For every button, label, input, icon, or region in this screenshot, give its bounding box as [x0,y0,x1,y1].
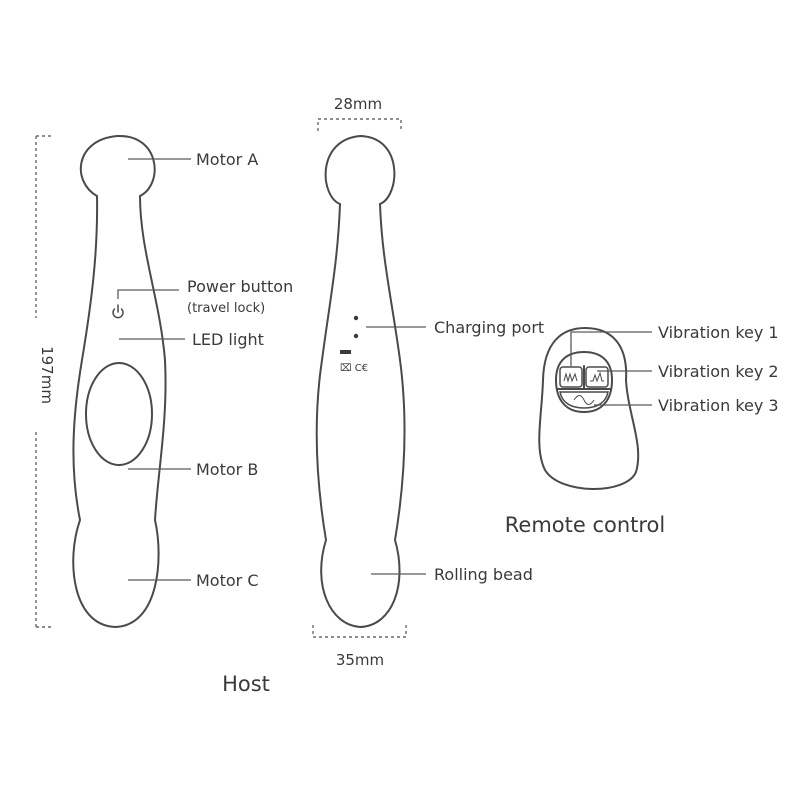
charging-port-dot-top [353,315,359,321]
motor-b-label: Motor B [196,460,258,479]
host-front-body-outline [72,195,167,628]
bottom-width-label: 35mm [336,651,384,669]
host-side-view: ⌧ C€ [315,135,406,628]
top-width-dimension: 28mm [317,95,402,131]
certification-marks-icon: ⌧ C€ [340,350,368,374]
host-side-head-outline [324,135,396,205]
rolling-bead-label: Rolling bead [434,565,533,584]
length-dimension-label: 197mm [38,346,56,404]
motor-a-head-outline [79,134,156,197]
remote-control [538,327,640,490]
power-button-label: Power button [187,277,293,296]
vibration-key-2-label: Vibration key 2 [658,362,779,381]
charging-port-label: Charging port [434,318,544,337]
host-front-view [72,134,167,628]
vibration-key-1[interactable] [559,366,583,388]
vibration-key-1-label: Vibration key 1 [658,323,779,342]
remote-outline [538,327,640,490]
remote-control-title: Remote control [505,513,666,537]
motor-a-label: Motor A [196,150,258,169]
svg-text:⌧ C€: ⌧ C€ [340,363,368,374]
travel-lock-label: (travel lock) [187,301,265,316]
led-light-label: LED light [192,330,264,349]
host-title: Host [222,672,270,696]
power-icon [112,304,124,319]
vibration-key-3[interactable] [559,391,609,409]
mode-pulse-icon [590,371,604,383]
length-dimension: 197mm [35,135,56,628]
mode-sine-icon [573,395,595,405]
vibration-key-2[interactable] [585,366,609,388]
top-width-label: 28mm [334,95,382,113]
mode-wave-icon [563,372,578,383]
host-side-body-outline [315,203,406,628]
bottom-width-dimension: 35mm [312,625,407,669]
power-button-leader [117,289,179,299]
motor-c-label: Motor C [196,571,259,590]
motor-b-oval [85,362,153,466]
vibration-key-1-leader [570,331,652,366]
vibration-key-3-label: Vibration key 3 [658,396,779,415]
charging-port-dot-bottom [353,333,359,339]
